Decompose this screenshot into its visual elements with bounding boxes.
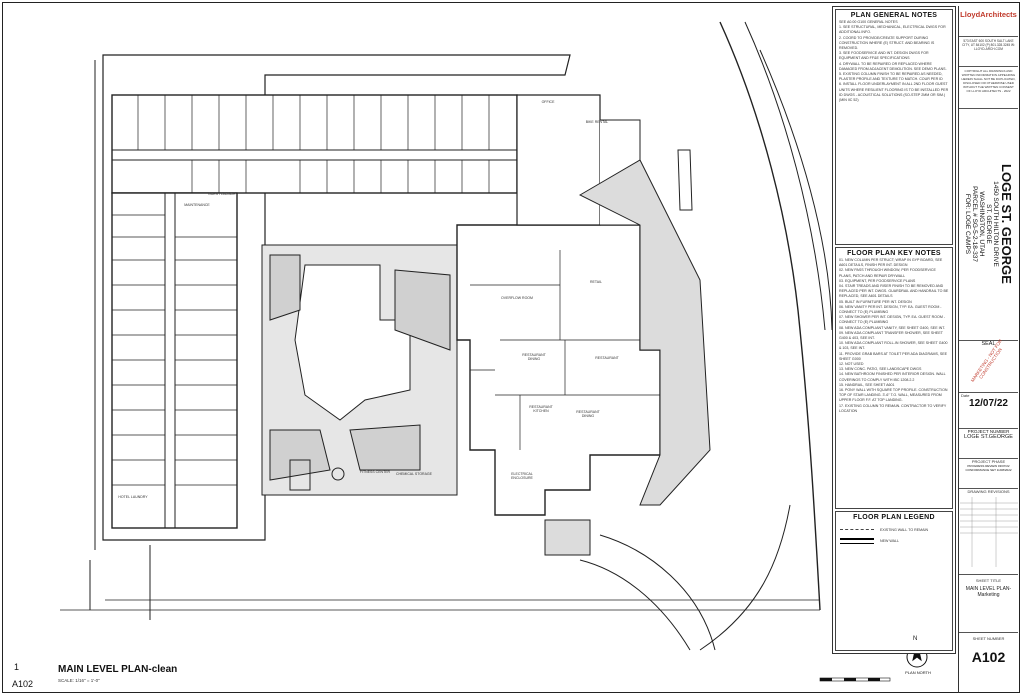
room-label-electrical: ELECTRICAL ENCLOSURE xyxy=(511,472,533,480)
room-label-overflow: OVERFLOW ROOM xyxy=(501,296,533,300)
room-label-chemical: CHEMICAL STORAGE xyxy=(396,472,432,476)
firm-logo-section: LloydArchitects xyxy=(959,6,1018,34)
date-section: Date 12/07/22 xyxy=(959,392,1018,427)
room-label-maintenance: MAINTENANCE xyxy=(184,203,210,207)
legend-title: FLOOR PLAN LEGEND xyxy=(853,514,935,521)
room-label-restaurant-dining: RESTAURANT DINING xyxy=(522,353,546,361)
date-value: 12/07/22 xyxy=(969,398,1008,409)
view-scale: SCALE: 1/16" = 1'-0" xyxy=(58,678,100,683)
project-address-5: FOR: LOGE CAMPS xyxy=(964,193,971,255)
key-notes-item: 10. NEW ADA COMPLIANT ROLL-IN SHOWER, SE… xyxy=(839,341,948,351)
project-number-section: PROJECT NUMBER LOGE ST.GEORGE xyxy=(959,428,1018,457)
room-label-guest-laundry: GUEST LAUNDRY xyxy=(208,192,238,196)
view-title: MAIN LEVEL PLAN-clean xyxy=(58,664,178,675)
room-label-restaurant: RESTAURANT xyxy=(595,356,619,360)
sheet-number-section: SHEET NUMBER A102 xyxy=(959,632,1018,694)
general-notes-item: 6. INSTALL FLOOR UNDERLAYMENT IN ALL 2ND… xyxy=(839,82,949,103)
legend-new-swatch xyxy=(840,538,874,544)
general-notes-item: 1. SEE STRUCTURAL, MECHANICAL, ELECTRICA… xyxy=(839,25,946,35)
room-label-retail: RETAIL xyxy=(590,280,602,284)
general-notes-item: 2. COORD TO PROVIDE/CREATE SUPPORT DURIN… xyxy=(839,35,935,51)
sheet-number-value: A102 xyxy=(971,649,1006,665)
general-notes-panel: PLAN GENERAL NOTES SEE A0.00 G100 GENERA… xyxy=(835,9,953,245)
site-outline xyxy=(102,54,571,541)
legend-existing-swatch xyxy=(840,528,874,532)
key-notes-item: 08. NEW ADA COMPLIANT VANITY, SEE SHEET … xyxy=(839,325,945,330)
sheet-title-section: SHEET TITLE MAIN LEVEL PLAN- Marketing xyxy=(959,574,1018,631)
north-letter: N xyxy=(913,636,918,642)
key-notes-item: 11. PROVIDE GRAB BARS AT TOILET PER ADA … xyxy=(839,351,948,361)
copyright-note: COPYRIGHT ALL DRAWINGS AND WRITTEN INFOR… xyxy=(959,66,1018,106)
room-label-office: OFFICE xyxy=(541,100,555,104)
project-phase-section: PROJECT PHASE PROGRESS REVIEW 03/07/22 C… xyxy=(959,458,1018,487)
legend-panel: FLOOR PLAN LEGEND EXISTING WALL TO REMAI… xyxy=(835,511,953,651)
key-notes-item: 09. NEW ADA COMPLIANT TRANSFER SHOWER, S… xyxy=(839,330,943,341)
north-label: PLAN NORTH xyxy=(905,670,931,675)
scale-bar xyxy=(819,677,891,682)
seal-label: SEAL xyxy=(981,341,996,347)
general-notes-item: 4. DRYWALL TO BE REPAIRED OR REPLACED WH… xyxy=(839,61,947,71)
key-notes-item: 07. NEW SHOWER PER INT. DESIGN, TYP. EA.… xyxy=(839,315,946,325)
project-phase-label: PROJECT PHASE xyxy=(971,459,1006,464)
project-phase-2: CONFORMANCE SET 11/08/2022 xyxy=(965,468,1012,472)
revisions-section: DRAWING REVISIONS xyxy=(959,488,1018,573)
corner-sheet-id: A102 xyxy=(12,679,34,689)
key-notes-title: FLOOR PLAN KEY NOTES xyxy=(847,250,941,257)
room-label-restaurant-kitchen: RESTAURANT KITCHEN xyxy=(529,405,553,413)
key-notes-item: 06. NEW VANITY PER INT. DESIGN, TYP. EA.… xyxy=(839,304,942,315)
legend-new-wall: NEW WALL xyxy=(840,538,948,544)
project-address-3: WASHINGTON, UTAH xyxy=(978,191,985,257)
general-notes-item: 3. SEE FOODSERVICE AND INT. DESIGN DWGS … xyxy=(839,51,929,61)
firm-logo: LloydArchitects xyxy=(960,10,1017,19)
room-label-bike-rental: BIKE RENTAL xyxy=(585,120,609,124)
general-notes-item: 5. EXISTING COLUMN FINISH TO BE REPAIRED… xyxy=(839,72,943,82)
key-notes-item: 03. EQUIPMENT, PER FOODSERVICE PLANS xyxy=(839,278,916,283)
project-address-1: 1450 SOUTH HILTON DRIVE xyxy=(992,181,999,267)
key-notes-item: 13. NEW CONC. PATIO, SEE LANDSCAPE DWGS xyxy=(839,367,922,372)
sheet-number-label: SHEET NUMBER xyxy=(972,636,1005,641)
notes-column: PLAN GENERAL NOTES SEE A0.00 G100 GENERA… xyxy=(832,6,956,654)
key-notes-item: 05. BUILT IN FURNITURE PER INT. DESIGN xyxy=(839,299,912,304)
sheet-title-value: MAIN LEVEL PLAN- Marketing xyxy=(965,586,1012,598)
project-name: LOGE ST. GEORGE xyxy=(999,164,1014,284)
seal-section: SEAL MARKETING - NOT FOR CONSTRUCTION xyxy=(959,338,1018,391)
date-label: Date xyxy=(961,393,970,398)
general-notes-title: PLAN GENERAL NOTES xyxy=(850,12,938,19)
key-notes-item: 12. NOT USED xyxy=(839,362,864,367)
key-notes-item: 17. EXISTING COLUMN TO REMAIN. CONTRACTO… xyxy=(839,403,947,413)
project-address-4: PARCEL # SG-5-2-18-337 xyxy=(971,186,978,262)
key-notes-item: 15. HANDRAIL, SEE SHEET A601 xyxy=(839,382,895,387)
title-block: LloydArchitects 573 EAST 600 SOUTH SALT … xyxy=(958,6,1018,693)
project-info-section: LOGE ST. GEORGE 1450 SOUTH HILTON DRIVE … xyxy=(959,108,1018,339)
general-notes-item: SEE A0.00 G100 GENERAL NOTES xyxy=(839,20,898,24)
room-label-hotel-laundry: HOTEL LAUNDRY xyxy=(118,495,148,499)
revisions-label: DRAWING REVISIONS xyxy=(967,489,1010,494)
firm-address: 573 EAST 600 SOUTH SALT LAKE CITY, UT 84… xyxy=(959,36,1018,64)
project-number-value: LOGE ST.GEORGE xyxy=(964,434,1013,440)
room-label-fitness: FITNESS CENTER xyxy=(359,470,391,474)
key-notes-item: 14. NEW BATHROOM FINISHED PER INTERIOR D… xyxy=(839,372,946,382)
project-address-2: ST. GEORGE xyxy=(985,204,992,244)
room-label-restaurant-dining-2: RESTAURANT DINING xyxy=(576,410,600,418)
key-notes-item: 02. NEW PASS THROUGH WINDOW, PER FOODSER… xyxy=(839,268,936,278)
key-notes-panel: FLOOR PLAN KEY NOTES 01. NEW COLUMN PER … xyxy=(835,247,953,509)
sheet-title-label: SHEET TITLE xyxy=(975,578,1002,583)
legend-existing-wall: EXISTING WALL TO REMAIN xyxy=(840,528,948,532)
key-notes-item: 16. PONY WALL WITH SQUARE TOP PROFILE. C… xyxy=(839,388,948,403)
view-number: 1 xyxy=(14,662,20,672)
project-phase-1: PROGRESS REVIEW 03/07/22 xyxy=(967,464,1010,468)
key-notes-list: 01. NEW COLUMN PER STRUCT; WRAP IN GYP B… xyxy=(836,258,952,414)
project-number-label: PROJECT NUMBER xyxy=(967,429,1010,434)
key-notes-item: 04. STAIR TREADS AND RISER FINISH TO BE … xyxy=(839,284,949,299)
key-notes-item: 01. NEW COLUMN PER STRUCT; WRAP IN GYP B… xyxy=(839,258,943,268)
